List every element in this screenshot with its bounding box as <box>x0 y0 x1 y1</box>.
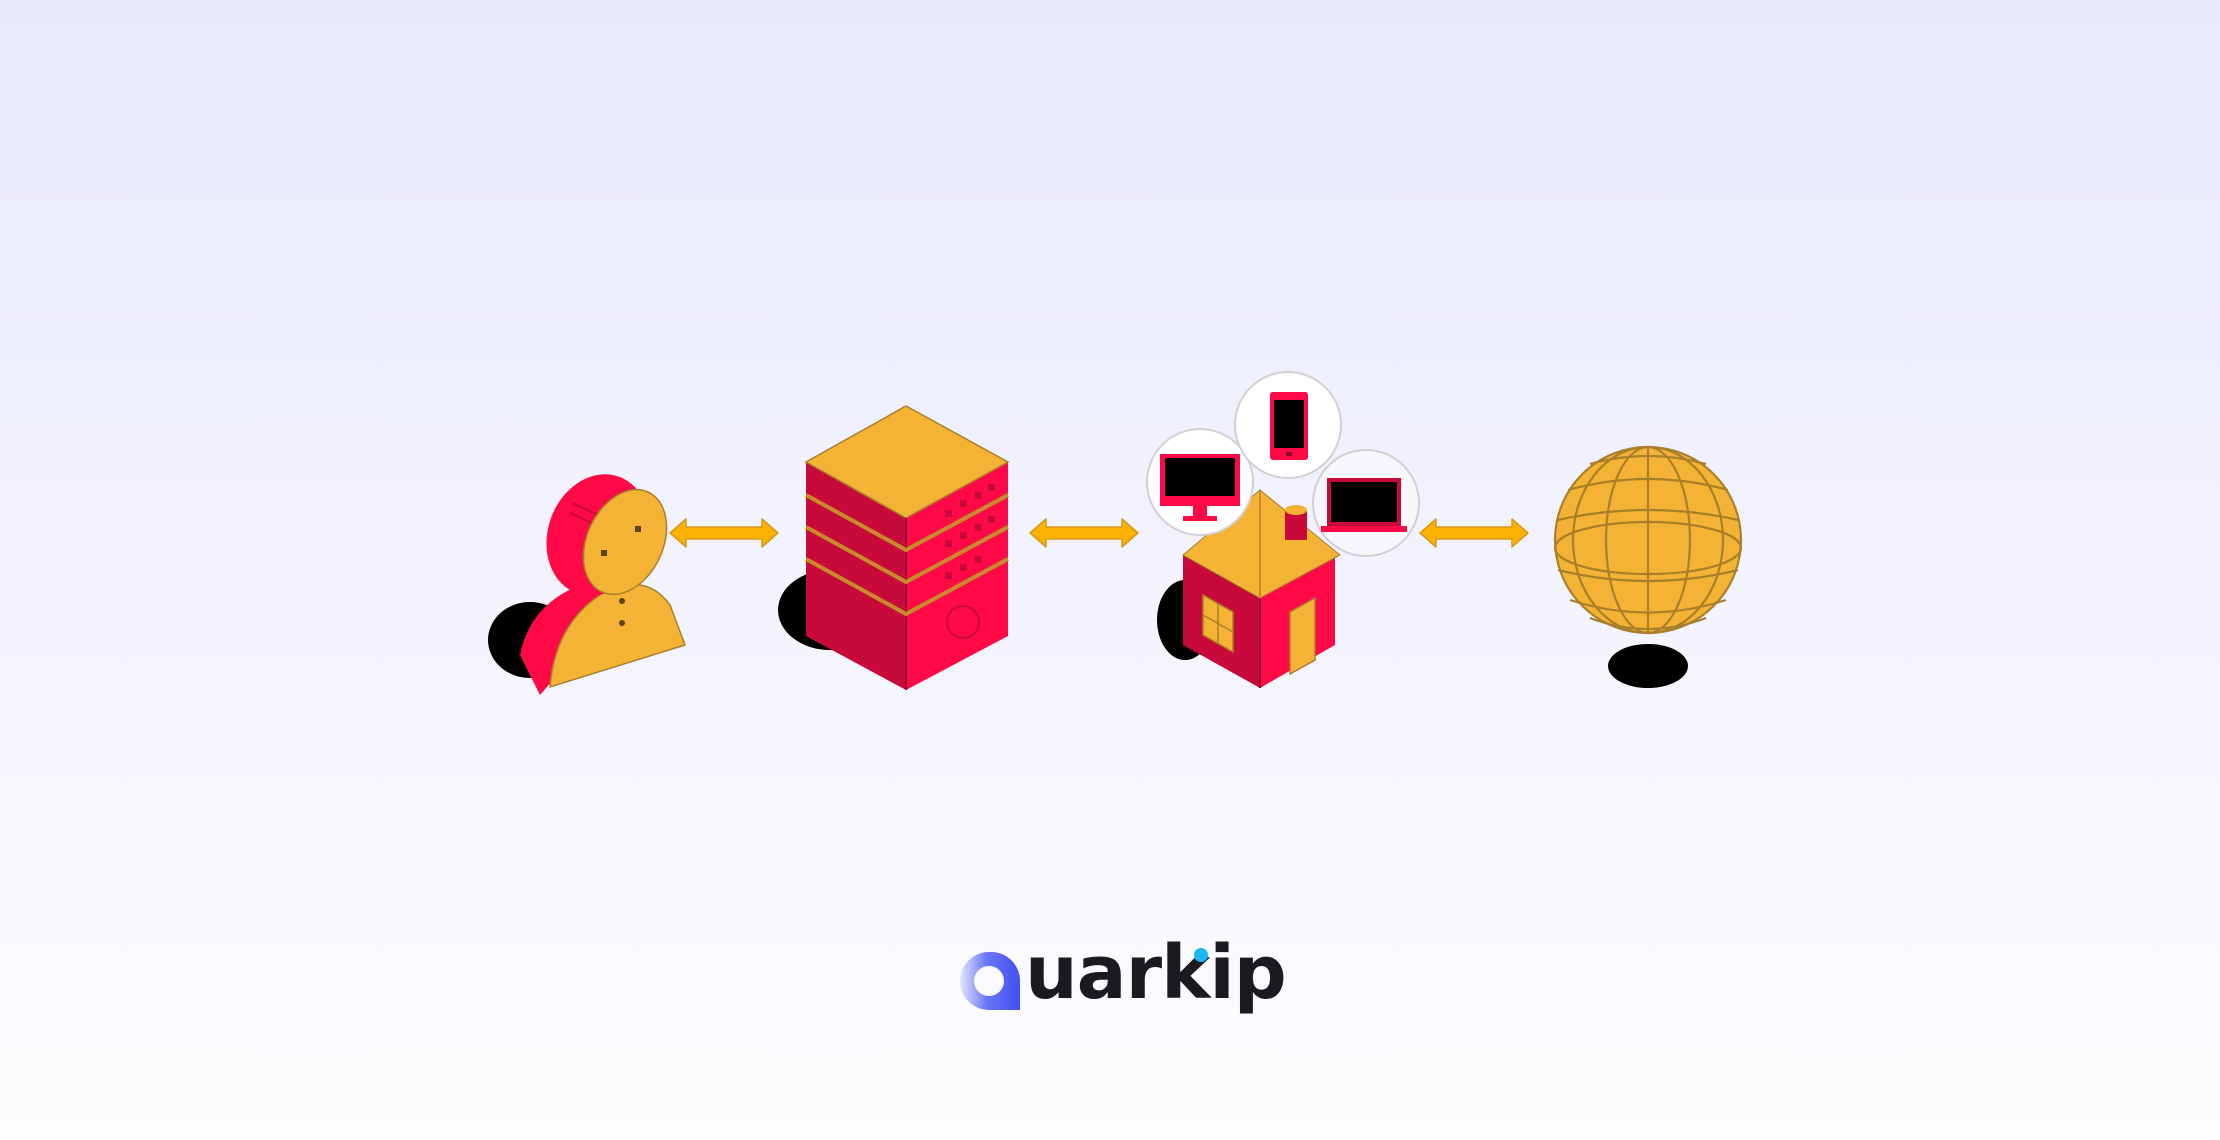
logo-wordmark: uarkip <box>1025 930 1287 1016</box>
laptop-device-bubble <box>1311 448 1421 558</box>
arrow-home-internet <box>1418 515 1530 551</box>
arrow-user-server <box>668 515 780 551</box>
server-node <box>770 400 1015 695</box>
user-node <box>470 455 700 695</box>
phone-device-bubble <box>1233 370 1343 480</box>
desktop-device-bubble <box>1145 427 1255 537</box>
server-icon <box>778 405 1010 690</box>
double-arrow-icon <box>1419 518 1529 548</box>
user-icon <box>488 474 686 695</box>
double-arrow-icon <box>669 518 779 548</box>
logo-i-dot <box>1194 948 1208 962</box>
home-network-node <box>1135 370 1435 700</box>
logo-q-mark <box>959 951 1021 1010</box>
laptop-icon <box>1312 449 1420 557</box>
double-arrow-icon <box>1029 518 1139 548</box>
desktop-monitor-icon <box>1146 428 1254 536</box>
quarkip-logo: uarkip <box>955 936 1287 1035</box>
smartphone-icon <box>1234 371 1342 479</box>
arrow-server-home <box>1028 515 1140 551</box>
internet-node <box>1550 440 1750 690</box>
globe-icon <box>1553 445 1743 688</box>
